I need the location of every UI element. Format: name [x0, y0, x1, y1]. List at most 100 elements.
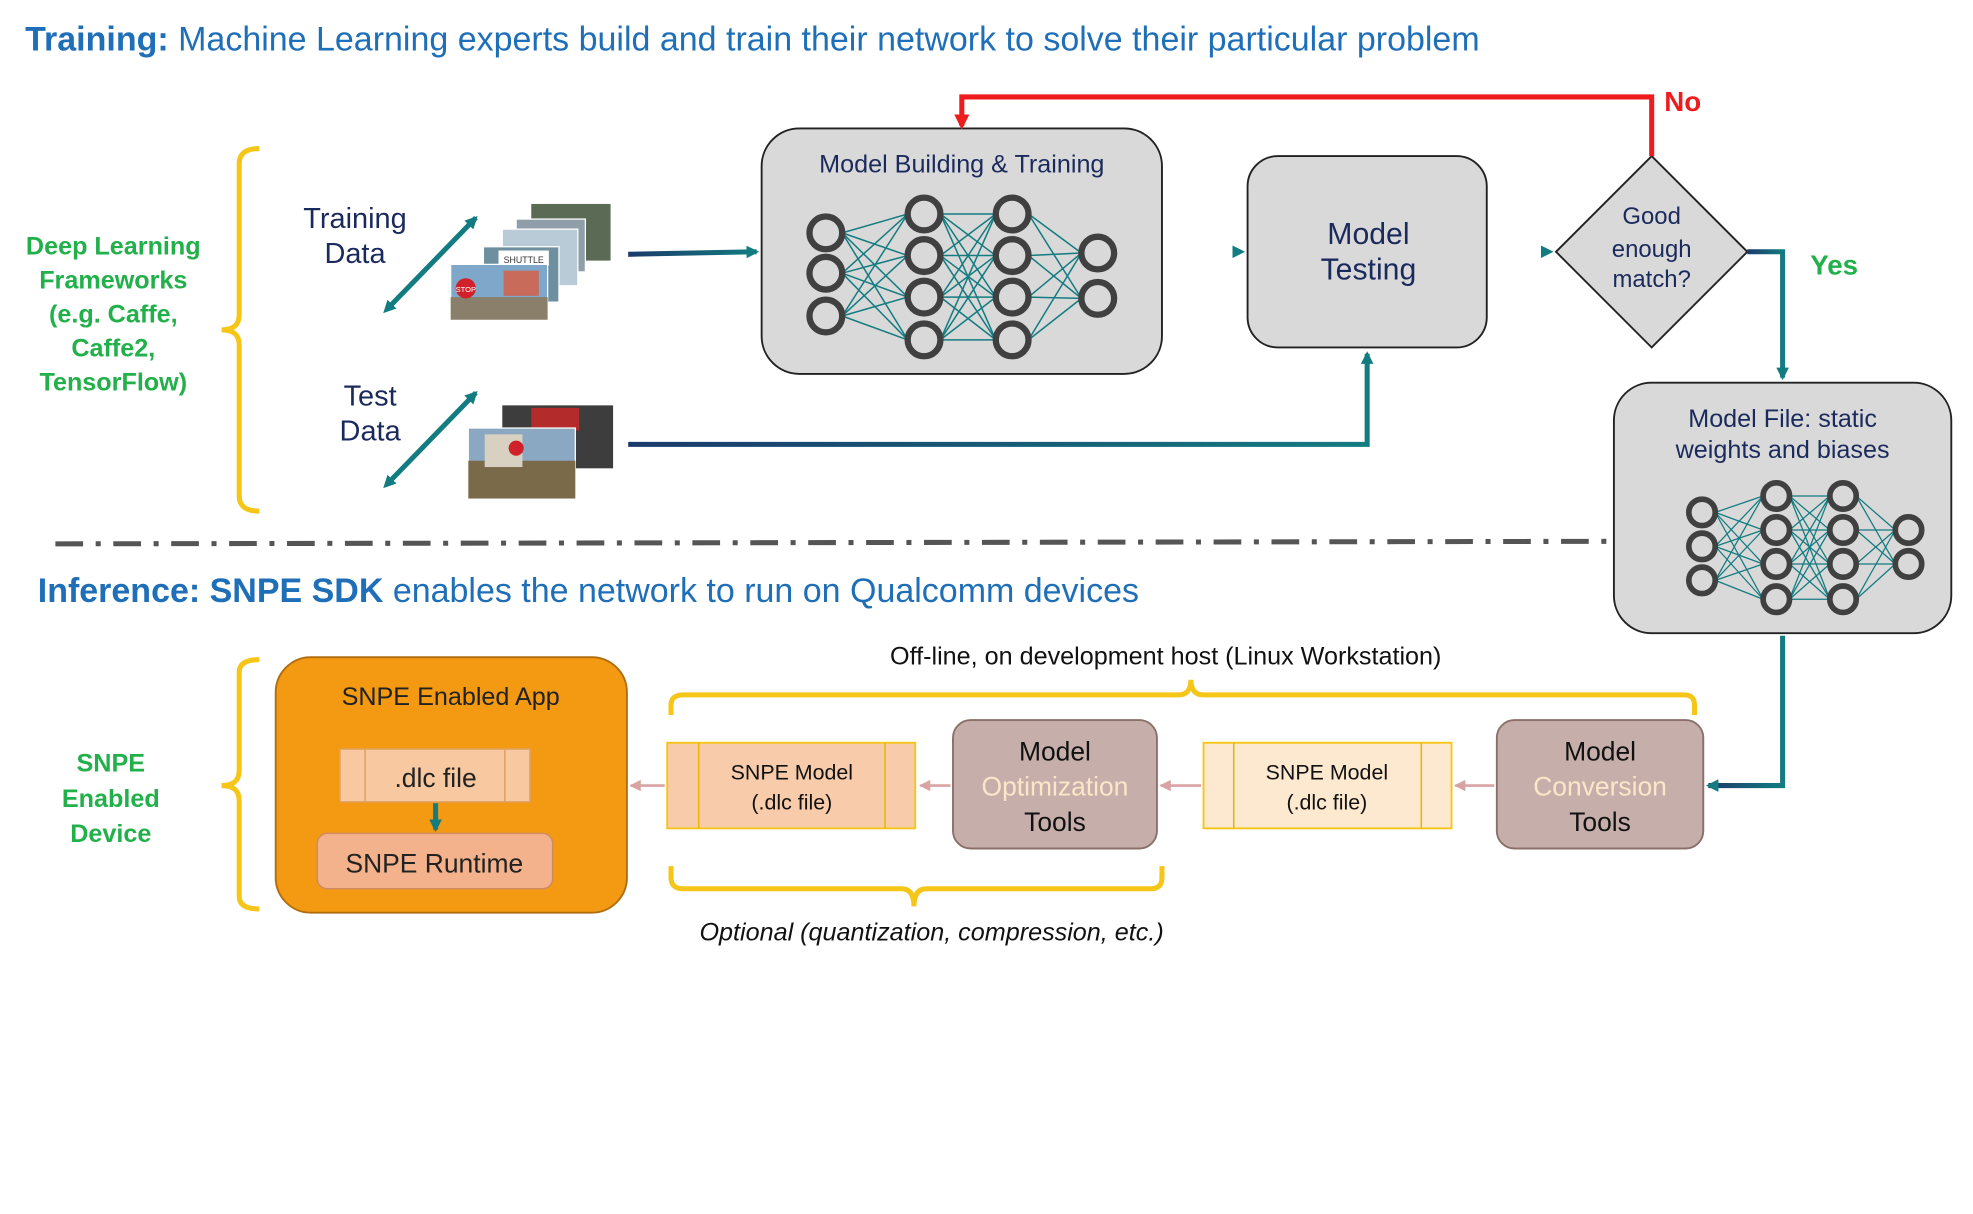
network-edge [1028, 297, 1082, 341]
network-edge [1028, 252, 1082, 257]
snpe-runtime-label: SNPE Runtime [345, 848, 523, 878]
network-edge [939, 213, 997, 298]
network-node [904, 320, 944, 360]
network-node [1760, 547, 1793, 581]
network-edge [1715, 563, 1764, 581]
snpe-app-title: SNPE Enabled App [342, 683, 560, 711]
network-node [1685, 496, 1719, 529]
device-bracket [221, 657, 260, 912]
network-edge [1028, 213, 1082, 254]
network-edge [1855, 495, 1896, 531]
network-edge [841, 213, 909, 274]
network-node [1826, 583, 1860, 616]
file-to-conversion-arrow [1705, 635, 1786, 792]
svg-text:Enabled: Enabled [62, 785, 160, 813]
network-edge [1855, 529, 1896, 600]
snpe-model-label-converted: SNPE Model (.dlc file) [1266, 760, 1388, 814]
training-title: Training: Machine Learning experts build… [25, 20, 1479, 58]
neural-network-icon [806, 194, 1118, 360]
network-node [1685, 564, 1719, 597]
network-edge [841, 213, 908, 234]
svg-text:SNPE Model: SNPE Model [1266, 760, 1388, 784]
stop-sign-icon [508, 440, 524, 456]
device-label: SNPE Enabled Device [62, 750, 160, 848]
network-node [904, 277, 944, 317]
network-edge [1714, 495, 1764, 547]
network-edge [841, 296, 908, 317]
svg-text:match?: match? [1612, 266, 1690, 293]
network-node [992, 236, 1032, 276]
network-edge [939, 296, 997, 341]
network-edge [841, 315, 908, 341]
network-edge [1788, 529, 1831, 600]
svg-text:Optimization: Optimization [982, 772, 1129, 802]
network-node [904, 236, 944, 276]
snpe-model-label-optimized: SNPE Model (.dlc file) [731, 760, 853, 814]
svg-text:Testing: Testing [1321, 253, 1417, 286]
svg-text:Model: Model [1327, 218, 1409, 251]
dlc-file-label: .dlc file [394, 763, 476, 793]
network-edge [1855, 563, 1896, 600]
model-building-label: Model Building & Training [819, 150, 1104, 178]
svg-text:SNPE Model: SNPE Model [731, 760, 853, 784]
network-edge [841, 255, 909, 317]
test-data-double-arrow [383, 390, 478, 489]
training-images: SHUTTLE STOP [450, 203, 611, 321]
snpe-workflow-diagram: Training: Machine Learning experts build… [25, 20, 1953, 946]
network-edge [939, 255, 997, 341]
svg-text:Training: Training [303, 203, 406, 235]
svg-text:Model: Model [1019, 736, 1091, 766]
network-node [1760, 513, 1793, 547]
svg-text:Tools: Tools [1024, 807, 1086, 837]
svg-text:Model: Model [1564, 736, 1636, 766]
conversion-tools-label: Model Conversion Tools [1533, 736, 1667, 836]
offline-label: Off-line, on development host (Linux Wor… [890, 643, 1441, 671]
network-edge [1789, 563, 1831, 600]
network-node [1892, 547, 1925, 581]
snpe-model-box-converted [1202, 741, 1453, 830]
training-to-model-arrow [628, 245, 760, 259]
model-testing-box [1246, 155, 1488, 349]
network-node [1826, 547, 1860, 581]
svg-text:Caffe2,: Caffe2, [71, 334, 155, 362]
network-node [1078, 278, 1118, 318]
network-edge [841, 213, 909, 317]
network-node [1826, 513, 1860, 547]
optimization-tools-box [952, 719, 1158, 850]
network-node [904, 194, 944, 234]
optional-bracket [668, 866, 1165, 907]
network-edge [1027, 213, 1083, 299]
neural-network-icon [1685, 479, 1925, 616]
test-data-label: Test Data [340, 380, 402, 447]
offline-bracket [668, 679, 1697, 716]
network-node [806, 296, 846, 336]
network-node [1760, 479, 1793, 513]
network-node [992, 320, 1032, 360]
svg-text:Device: Device [70, 820, 151, 848]
network-node [1685, 530, 1719, 563]
model-testing-label: Model Testing [1321, 218, 1417, 286]
svg-text:SHUTTLE: SHUTTLE [504, 255, 544, 265]
network-edge [939, 213, 997, 257]
network-node [1760, 583, 1793, 616]
svg-text:Tools: Tools [1569, 807, 1631, 837]
training-data-double-arrow [383, 215, 478, 314]
svg-text:(e.g. Caffe,: (e.g. Caffe, [49, 300, 178, 328]
network-edge [1788, 495, 1831, 565]
optional-label: Optional (quantization, compression, etc… [699, 918, 1163, 946]
frameworks-bracket [221, 146, 260, 514]
decision-diamond [1554, 154, 1749, 349]
svg-text:Model File: static: Model File: static [1688, 405, 1877, 433]
svg-text:(.dlc file): (.dlc file) [751, 790, 832, 814]
no-label: No [1664, 86, 1701, 117]
svg-text:Deep Learning: Deep Learning [26, 232, 201, 260]
test-images [467, 405, 614, 500]
svg-text:Data: Data [324, 238, 386, 270]
network-edge [1715, 495, 1764, 513]
no-loop-arrow [954, 94, 1655, 157]
svg-text:TensorFlow): TensorFlow) [39, 368, 187, 396]
svg-text:(.dlc file): (.dlc file) [1286, 790, 1367, 814]
yes-arrow [1747, 249, 1789, 381]
decision-label: Good enough match? [1612, 203, 1692, 293]
test-to-testing-arrow [628, 351, 1374, 447]
